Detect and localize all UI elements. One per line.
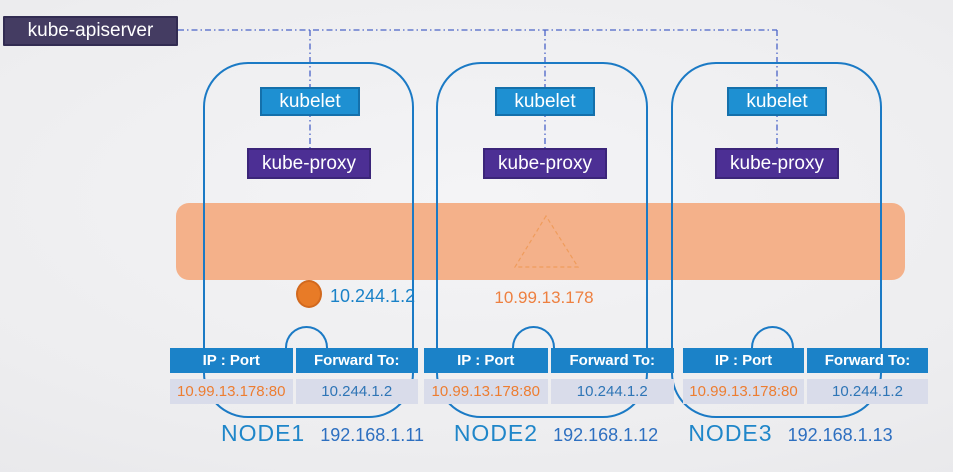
- node-1-outline: [203, 62, 414, 418]
- node-name: NODE1: [220, 420, 306, 446]
- node-1-kube-proxy-box: kube-proxy: [247, 148, 371, 179]
- kube-apiserver-box: kube-apiserver: [3, 16, 178, 46]
- pod-icon: [296, 280, 322, 308]
- node-3-kube-proxy-box: kube-proxy: [715, 148, 839, 179]
- table-header-ip-port: IP : Port: [683, 348, 804, 373]
- kube-proxy-label: kube-proxy: [498, 152, 592, 174]
- pod-ip-label: 10.244.1.2: [330, 286, 416, 306]
- kube-apiserver-label: kube-apiserver: [27, 20, 154, 41]
- table-header-row: IP : Port Forward To:: [683, 348, 928, 373]
- table-cell-ip-port: 10.99.13.178:80: [424, 379, 548, 404]
- table-header-forward-to: Forward To:: [807, 348, 928, 373]
- table-header-ip-port: IP : Port: [424, 348, 548, 373]
- table-value-row: 10.99.13.178:80 10.244.1.2: [424, 379, 674, 404]
- node-1-forward-table: IP : Port Forward To: 10.99.13.178:80 10…: [170, 348, 418, 404]
- table-cell-ip-port: 10.99.13.178:80: [170, 379, 293, 404]
- table-value-row: 10.99.13.178:80 10.244.1.2: [170, 379, 418, 404]
- node-2-outline: [436, 62, 648, 418]
- node-2-forward-table: IP : Port Forward To: 10.99.13.178:80 10…: [424, 348, 674, 404]
- table-cell-forward-to: 10.244.1.2: [550, 379, 674, 404]
- table-header-forward-to: Forward To:: [295, 348, 418, 373]
- node-ip: 192.168.1.12: [553, 425, 659, 445]
- node-3-forward-table: IP : Port Forward To: 10.99.13.178:80 10…: [683, 348, 928, 404]
- table-cell-forward-to: 10.244.1.2: [807, 379, 928, 404]
- node-name: NODE2: [453, 420, 539, 446]
- node-3-kubelet-box: kubelet: [727, 87, 827, 116]
- service-ip-label: 10.99.13.178: [494, 288, 594, 307]
- table-cell-ip-port: 10.99.13.178:80: [683, 379, 804, 404]
- kube-proxy-label: kube-proxy: [262, 152, 356, 174]
- kube-proxy-label: kube-proxy: [730, 152, 824, 174]
- node-name: NODE3: [688, 420, 773, 446]
- node-ip: 192.168.1.11: [320, 425, 424, 445]
- kubelet-label: kubelet: [279, 90, 341, 112]
- table-header-row: IP : Port Forward To:: [424, 348, 674, 373]
- table-value-row: 10.99.13.178:80 10.244.1.2: [683, 379, 928, 404]
- node-ip: 192.168.1.13: [787, 425, 893, 445]
- kubelet-label: kubelet: [514, 90, 576, 112]
- table-cell-forward-to: 10.244.1.2: [295, 379, 418, 404]
- table-header-ip-port: IP : Port: [170, 348, 293, 373]
- kubelet-label: kubelet: [746, 90, 808, 112]
- table-header-forward-to: Forward To:: [550, 348, 674, 373]
- node-3-caption: NODE3 192.168.1.13: [685, 420, 896, 446]
- node-1-kubelet-box: kubelet: [260, 87, 360, 116]
- node-1-caption: NODE1 192.168.1.11: [217, 420, 428, 446]
- node-2-kube-proxy-box: kube-proxy: [483, 148, 607, 179]
- table-header-row: IP : Port Forward To:: [170, 348, 418, 373]
- node-3-outline: [671, 62, 882, 418]
- node-2-kubelet-box: kubelet: [495, 87, 595, 116]
- node-2-caption: NODE2 192.168.1.12: [450, 420, 662, 446]
